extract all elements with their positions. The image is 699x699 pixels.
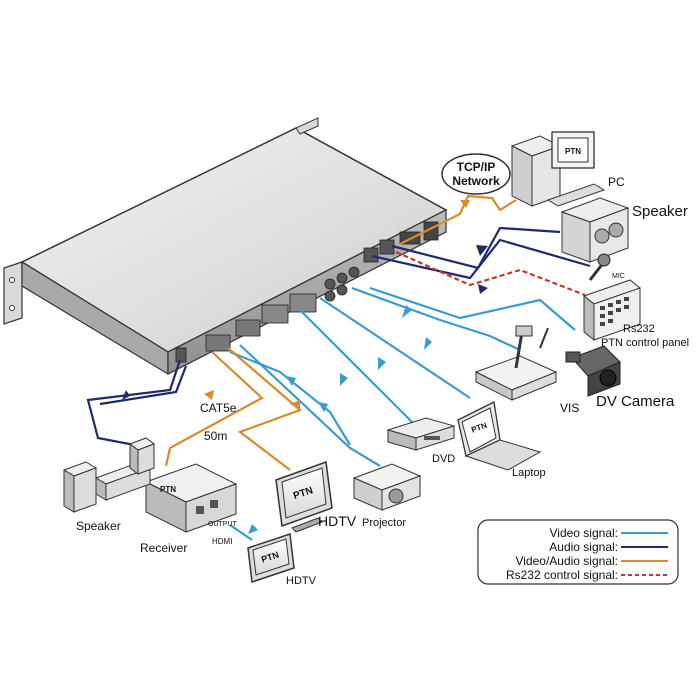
legend-label: Video/Audio signal: [515,554,618,568]
distance-label: 50m [204,429,227,443]
audio-line-mic [371,238,591,280]
legend-label: Video signal: [550,526,619,540]
speaker-bottom: Speaker [62,437,156,533]
legend-item: Rs232 control signal: [506,568,668,582]
video-line-hdtv [229,350,351,446]
dvd-label: DVD [432,453,455,465]
hdtv-small: PTN HDTV [247,532,317,587]
video-line-receiver-hdtv [229,524,253,541]
speaker-top-label: Speaker [632,203,688,220]
tcp-ip-label: TCP/IP [457,160,496,174]
video-line-projector [239,344,381,467]
legend-item: Video signal: [550,526,668,540]
cat5e-label: CAT5e [200,401,237,415]
rs232-label: Rs232 [623,323,655,335]
projector-label: Projector [362,517,406,529]
network-label: Network [452,174,500,188]
vis-document-camera: VIS [474,325,579,415]
signal-lines [86,194,591,541]
projector: Projector [352,463,422,529]
pc: PTN PC [510,131,625,207]
pc-brand: PTN [565,147,581,156]
rs232-line [395,250,586,297]
ptn-control-panel-label: PTN control panel [601,337,689,349]
video-line-dvd [299,309,416,426]
audio-line-speaker-top [391,226,561,270]
dvd-player: DVD [386,417,456,465]
speaker-bottom-label: Speaker [76,519,121,533]
va-line-receiver [164,351,264,467]
legend-label: Audio signal: [549,540,618,554]
receiver-label: Receiver [140,541,187,555]
hdtv-large: PTN HDTV [275,460,357,533]
microphone: MIC [588,253,625,281]
laptop: PTN Laptop [457,401,546,479]
audio-line-speaker-bottom-2 [99,365,188,406]
video-line-laptop [319,297,471,399]
output-label: OUTPUT [208,521,238,528]
signal-arrows [122,200,488,534]
vis-label: VIS [560,401,579,415]
matrix-switcher [3,117,448,376]
mic-label: MIC [612,273,625,280]
dv-camera-label: DV Camera [596,393,675,410]
legend-item: Video/Audio signal: [515,554,668,568]
receiver-brand: PTN [160,485,176,494]
speaker-top: Speaker [560,197,688,263]
hdtv-small-label: HDTV [286,575,317,587]
video-line-camera [369,286,576,331]
audio-line-speaker-bottom [86,359,182,448]
legend-label: Rs232 control signal: [506,568,618,582]
ptn-control-panel: Rs232 PTN control panel [582,279,689,349]
legend: Video signal:Audio signal:Video/Audio si… [477,519,679,585]
va-line-network [399,194,517,245]
va-line-hdtv [227,347,303,471]
tcp-ip-network: TCP/IP Network [441,153,511,195]
video-line-vis [351,286,521,351]
dv-camera: DV Camera [565,345,675,410]
receiver: PTN OUTPUT HDMI Receiver [140,463,238,555]
legend-item: Audio signal: [549,540,668,554]
hdmi-label: HDMI [212,537,232,546]
pc-label: PC [608,175,625,189]
laptop-label: Laptop [512,467,546,479]
hdtv-large-label: HDTV [318,513,357,529]
